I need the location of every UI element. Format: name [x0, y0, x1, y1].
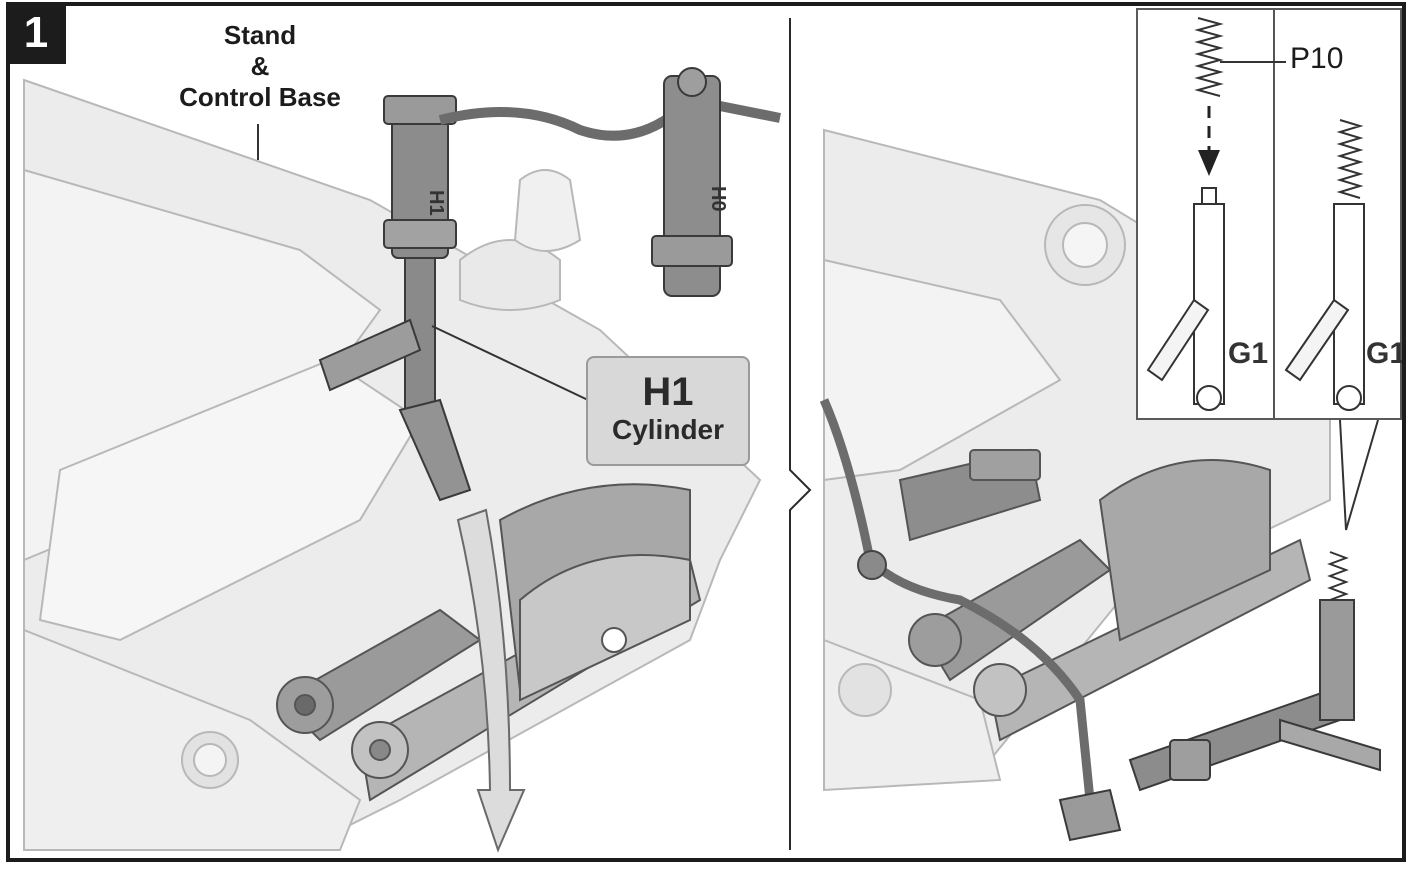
- cylinder-mark-h0: H0: [707, 186, 729, 212]
- h1-cylinder-callout: H1 Cylinder: [586, 356, 750, 466]
- inset-illustration: [1146, 10, 1365, 418]
- cylinder-leader-line: [431, 325, 589, 401]
- insert-arrow-head: [1198, 150, 1220, 176]
- guide-right: [1284, 203, 1365, 411]
- guide-left: [1146, 187, 1225, 411]
- cylinder-mark-h1: H1: [425, 190, 447, 216]
- inset-leader: [1339, 419, 1379, 531]
- stand-control-base-label: Stand & Control Base: [140, 20, 380, 113]
- callout-part-name: Cylinder: [611, 414, 725, 445]
- callout-part-number: H1: [642, 370, 694, 414]
- h0-cylinder-part: [651, 67, 733, 297]
- stand-label-line-1: Stand: [223, 20, 297, 50]
- h1-cylinder-part: [318, 95, 472, 502]
- motion-arrow: [456, 508, 526, 853]
- stand-label-line-2: &: [250, 51, 270, 81]
- lever-assembly-left: [276, 483, 702, 802]
- installed-spring: [1327, 551, 1349, 601]
- spring-part-label: P10: [1290, 42, 1344, 75]
- detail-inset: G1 G1: [1136, 8, 1406, 420]
- step-frame: [6, 2, 1406, 862]
- panel-divider: [789, 18, 812, 850]
- installed-cylinder-assembly: [1058, 599, 1381, 842]
- spring-p10: [1194, 17, 1224, 97]
- stand-label-line-3: Control Base: [179, 82, 341, 112]
- tube-connector: [857, 550, 887, 580]
- air-tube-right: [819, 398, 1095, 801]
- spring-installed-inset: [1336, 119, 1364, 199]
- step-number-badge: 1: [6, 2, 66, 64]
